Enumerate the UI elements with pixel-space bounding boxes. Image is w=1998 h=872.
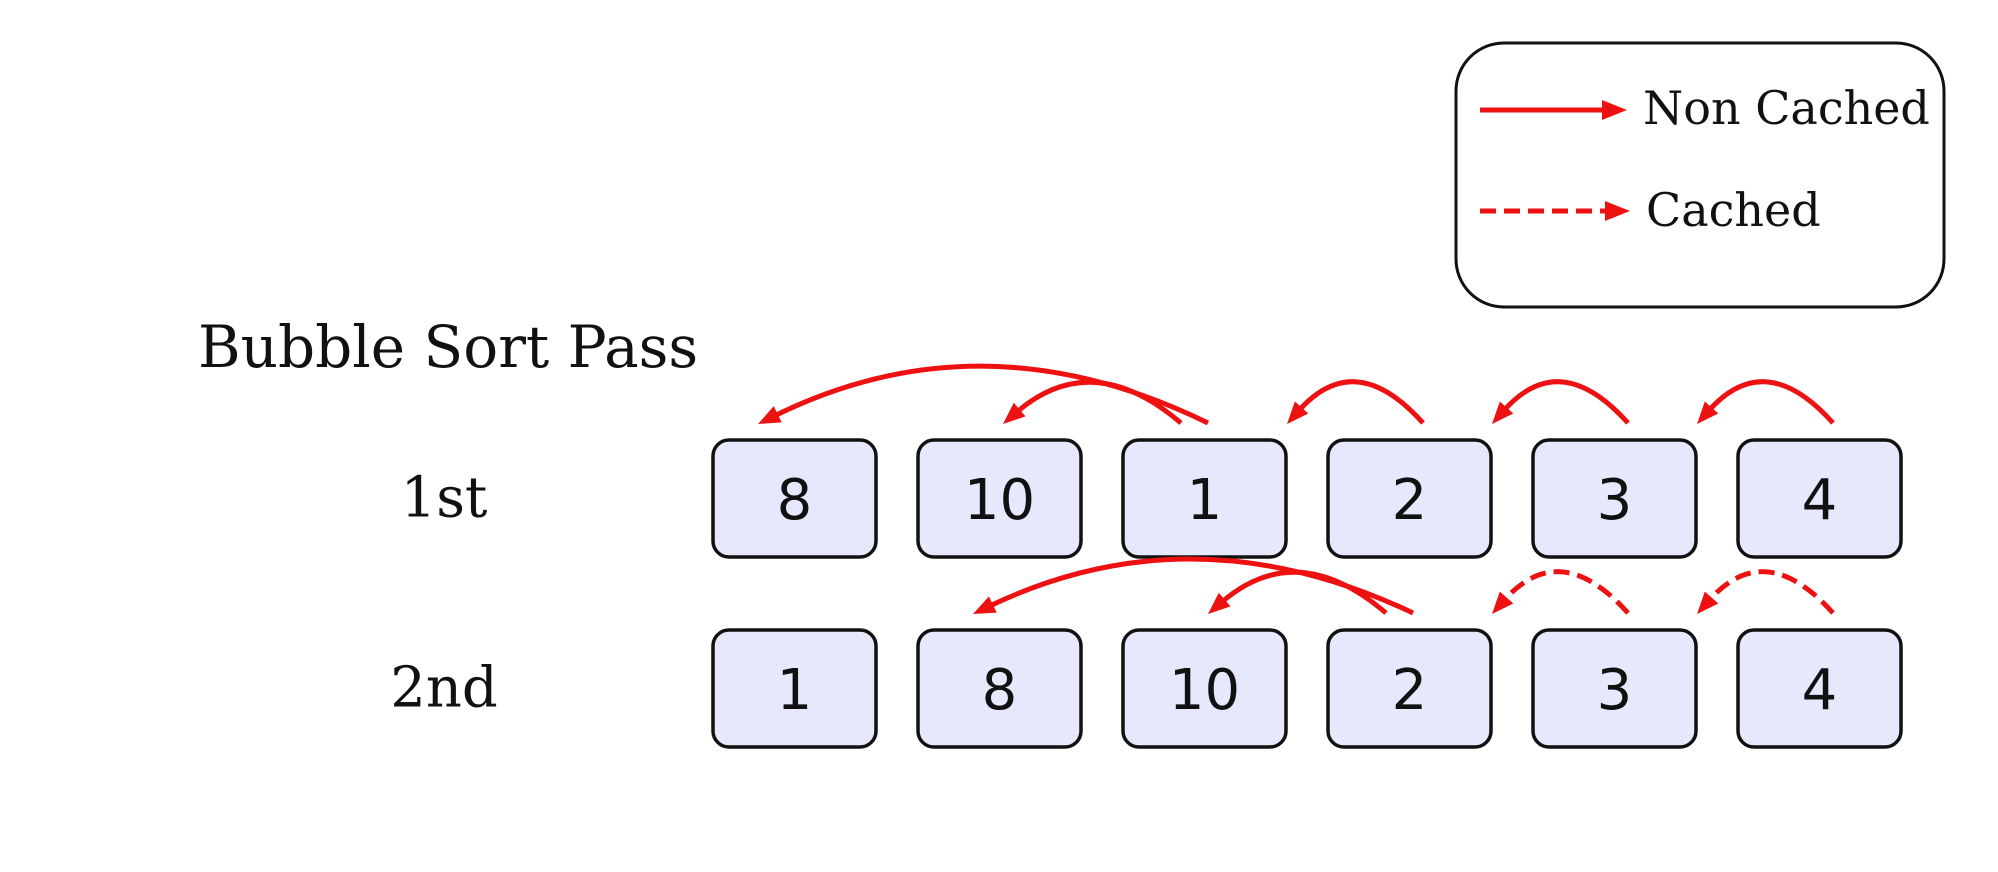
- array-cell-box: [711, 628, 878, 749]
- cached-swap-arrow: [1706, 569, 1835, 615]
- diagram-title: Bubble Sort Pass: [198, 313, 698, 381]
- non-cached-swap-arrow: [772, 363, 1210, 426]
- array-cell: 2: [1326, 628, 1493, 749]
- array-cell-box: [1736, 438, 1903, 559]
- arrowhead: [973, 596, 997, 614]
- non-cached-swap-arrow: [1706, 379, 1835, 425]
- legend: Non Cached Cached: [1454, 41, 1946, 309]
- array-cell-box: [1531, 628, 1698, 749]
- legend-non-cached-label: Non Cached: [1643, 81, 1930, 135]
- array-cell: 1: [1121, 438, 1288, 559]
- array-cell-value: 1: [1187, 468, 1223, 533]
- array-cell-value: 2: [1392, 658, 1428, 723]
- array-cell-box: [1326, 628, 1493, 749]
- array-cell: 4: [1736, 438, 1903, 559]
- arrowhead: [1492, 401, 1514, 424]
- array-cell-value: 10: [1169, 658, 1240, 723]
- array-cell-value: 3: [1597, 658, 1633, 723]
- array-cell-box: [1121, 628, 1288, 749]
- legend-non-cached-arrowhead: [1602, 100, 1627, 120]
- array-cell-box: [1326, 438, 1493, 559]
- array-cell-value: 4: [1802, 468, 1838, 533]
- pass-label: 2nd: [390, 656, 498, 721]
- array-cell-value: 8: [777, 468, 813, 533]
- array-cell: 3: [1531, 438, 1698, 559]
- arrowhead: [1003, 402, 1026, 424]
- array-cell: 3: [1531, 628, 1698, 749]
- array-cell-box: [916, 628, 1083, 749]
- array-cell-box: [916, 438, 1083, 559]
- non-cached-swap-arrow: [987, 556, 1415, 616]
- array-cell: 2: [1326, 438, 1493, 559]
- array-cell: 1: [711, 628, 878, 749]
- array-cell: 4: [1736, 628, 1903, 749]
- array-cell: 10: [1121, 628, 1288, 749]
- array-cell-value: 1: [777, 658, 813, 723]
- array-cell-value: 4: [1802, 658, 1838, 723]
- arrowhead: [1208, 592, 1231, 614]
- array-cell-box: [711, 438, 878, 559]
- cached-swap-arrow: [1501, 569, 1630, 615]
- arrowhead: [1492, 591, 1514, 614]
- array-cell: 8: [916, 628, 1083, 749]
- pass-label: 1st: [401, 466, 488, 531]
- legend-cached-label: Cached: [1646, 183, 1821, 237]
- array-cell-value: 3: [1597, 468, 1633, 533]
- array-cell-value: 2: [1392, 468, 1428, 533]
- arrowhead: [1697, 401, 1719, 424]
- arrowhead: [758, 406, 782, 424]
- array-cell-box: [1736, 628, 1903, 749]
- array-cell-value: 10: [964, 468, 1035, 533]
- arrowhead: [1697, 591, 1719, 614]
- non-cached-swap-arrow: [1296, 379, 1425, 425]
- arrowhead: [1287, 401, 1309, 424]
- array-cell-box: [1531, 438, 1698, 559]
- array-cell-value: 8: [982, 658, 1018, 723]
- legend-cached-arrowhead: [1605, 201, 1630, 221]
- non-cached-swap-arrow: [1501, 379, 1630, 425]
- array-cell: 8: [711, 438, 878, 559]
- array-cell: 10: [916, 438, 1083, 559]
